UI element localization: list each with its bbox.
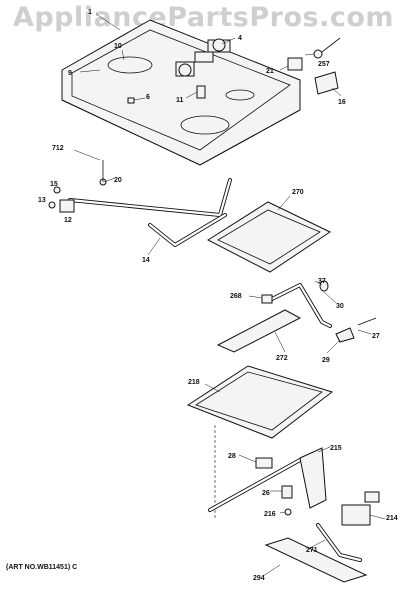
- part-label-271: 271: [306, 547, 318, 554]
- part-label-215: 215: [330, 445, 342, 452]
- valve-12-part: [48, 186, 75, 213]
- manifold-tube-part: [68, 160, 232, 247]
- part-label-4: 4: [238, 35, 242, 42]
- watermark: AppliancePartsPros.com: [12, 2, 395, 33]
- part-label-9: 9: [68, 70, 72, 77]
- bracket-11-part: [196, 85, 206, 99]
- part-label-20: 20: [114, 177, 122, 184]
- small-screw-6-part: [127, 97, 135, 104]
- broil-burner-part: [216, 280, 377, 353]
- part-label-294: 294: [253, 575, 265, 582]
- part-label-214: 214: [386, 515, 398, 522]
- regulator-214-part: [316, 491, 380, 562]
- bracket-21-part: [287, 57, 303, 71]
- part-label-257: 257: [318, 61, 330, 68]
- burner-box-part: [61, 19, 301, 166]
- part-label-37: 37: [318, 278, 326, 285]
- part-label-268: 268: [230, 293, 242, 300]
- part-label-30: 30: [336, 303, 344, 310]
- part-label-14: 14: [142, 257, 150, 264]
- part-label-1: 1: [88, 9, 92, 16]
- part-label-712: 712: [52, 145, 64, 152]
- oven-burner-part: [208, 447, 327, 516]
- part-label-10: 10: [114, 43, 122, 50]
- part-label-27: 27: [372, 333, 380, 340]
- elbow-257-part: [313, 37, 341, 59]
- leader-lines: [73, 13, 386, 577]
- part-label-218: 218: [188, 379, 200, 386]
- part-label-13: 13: [38, 197, 46, 204]
- top-burner-valves-part: [175, 38, 231, 77]
- part-label-26: 26: [262, 490, 270, 497]
- bracket-294-part: [264, 537, 368, 583]
- broiler-pan-part: [186, 365, 334, 520]
- part-label-29: 29: [322, 357, 330, 364]
- part-label-6: 6: [146, 94, 150, 101]
- part-label-16: 16: [338, 99, 346, 106]
- part-label-216: 216: [264, 511, 276, 518]
- clip-16-part: [314, 71, 339, 95]
- part-label-15: 15: [50, 181, 58, 188]
- part-label-11: 11: [176, 97, 184, 104]
- part-label-12: 12: [64, 217, 72, 224]
- art-number-caption: (ART NO.WB11451) C: [6, 564, 78, 571]
- shield-270-part: [206, 201, 332, 273]
- part-label-272: 272: [276, 355, 288, 362]
- part-label-270: 270: [292, 189, 304, 196]
- part-label-28: 28: [228, 453, 236, 460]
- part-label-21: 21: [266, 68, 274, 75]
